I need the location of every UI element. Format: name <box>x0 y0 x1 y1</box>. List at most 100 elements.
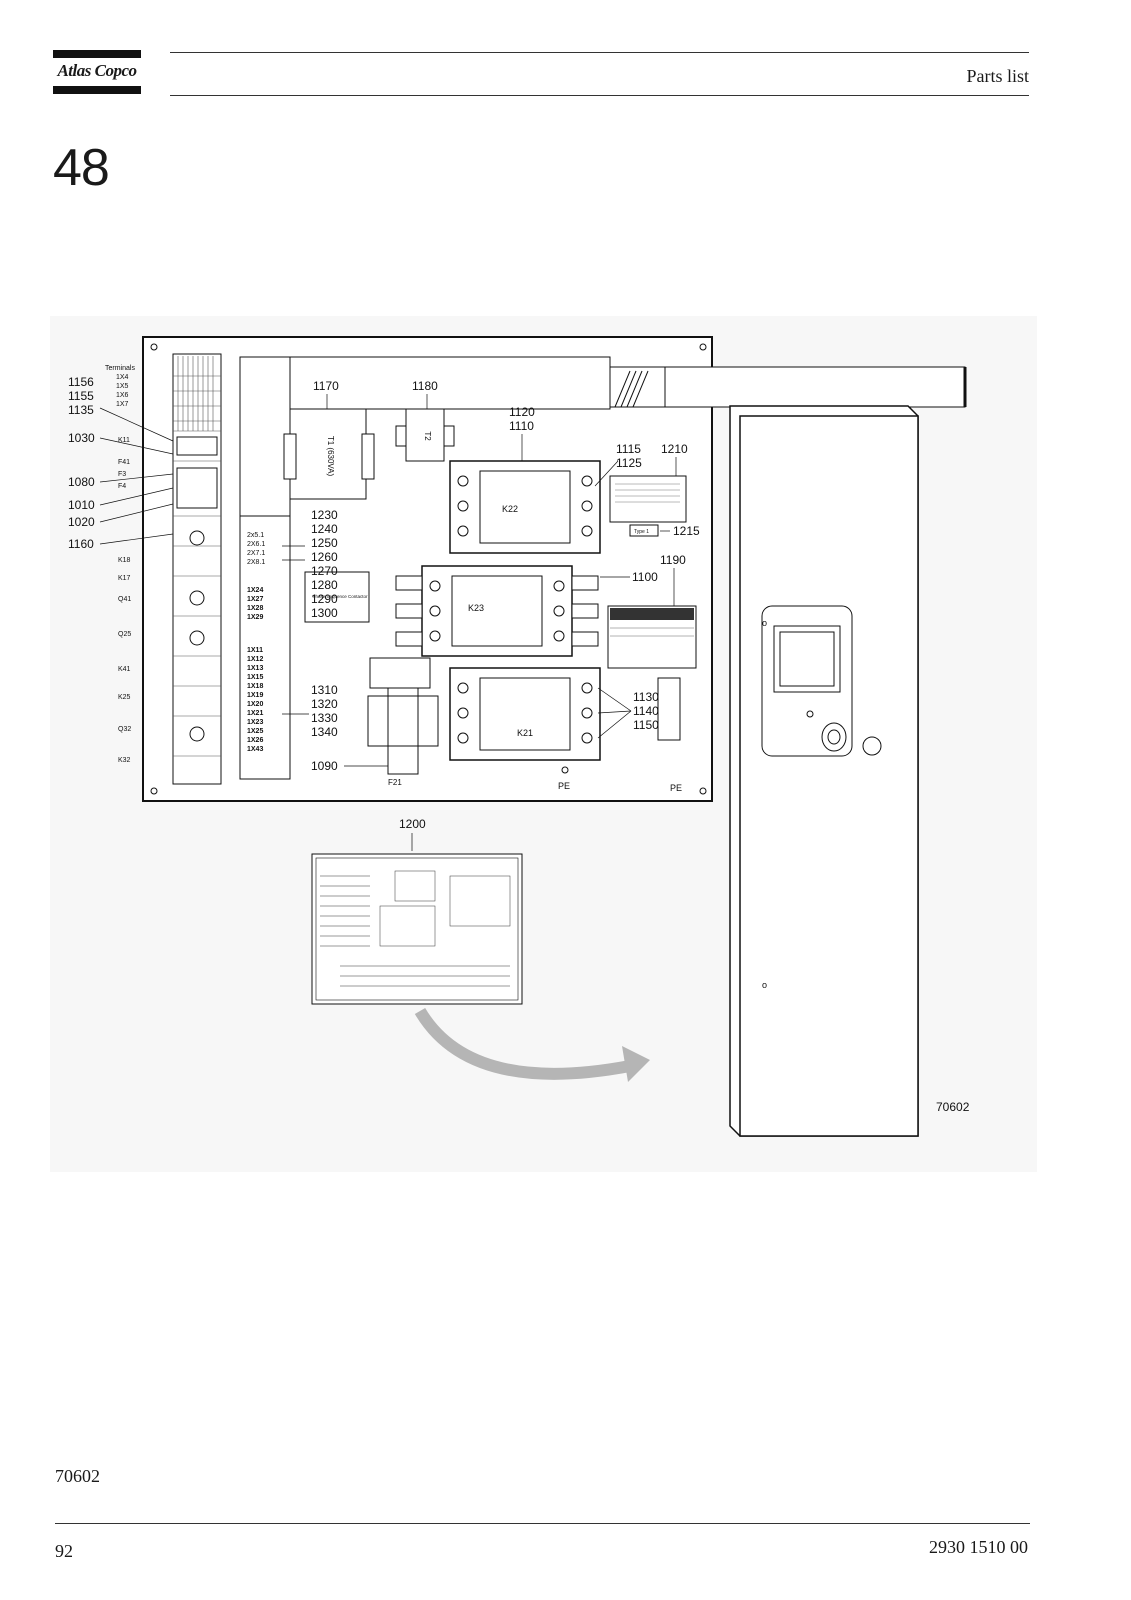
label-t2: T2 <box>423 431 432 441</box>
label-t1: T1 (630VA) <box>326 436 335 477</box>
rail-k25: K25 <box>118 694 131 701</box>
conn-b-0: 1X24 <box>247 587 263 594</box>
document-number: 2930 1510 00 <box>929 1537 1028 1557</box>
callout-1156: 1156 <box>68 375 94 389</box>
terminal-1x4: 1X4 <box>116 374 129 381</box>
rail-f4: F4 <box>118 483 126 490</box>
conn-c-2: 1X13 <box>247 665 263 672</box>
transformer-t1 <box>289 408 367 500</box>
conn-c-4: 1X18 <box>247 683 263 690</box>
terminal-1x6: 1X6 <box>116 392 129 399</box>
section-number: 48 <box>53 139 110 197</box>
terminals-title: Terminals <box>105 365 135 372</box>
callout-1310: 1310 <box>311 683 338 697</box>
header-rule-top <box>170 52 1029 53</box>
callout-1080: 1080 <box>68 475 95 489</box>
page-number: 92 <box>55 1541 73 1561</box>
conn-c-3: 1X15 <box>247 674 263 681</box>
conn-b-1: 1X27 <box>247 596 263 603</box>
wiring-diagram-sheet <box>311 853 523 1005</box>
label-door-hole-1: o <box>762 618 767 628</box>
callout-1260: 1260 <box>311 550 338 564</box>
logo-wordmark: Atlas Copco <box>57 61 137 80</box>
label-pe-1: PE <box>558 781 570 791</box>
callout-1250: 1250 <box>311 536 338 550</box>
label-phase-sequence: Phase Sequence Contactor <box>312 594 368 599</box>
conn-c-6: 1X20 <box>247 701 263 708</box>
rail-q25: Q25 <box>118 631 131 638</box>
conn-a-1: 2X6.1 <box>247 541 265 548</box>
conn-c-0: 1X11 <box>247 647 263 654</box>
figure-caption: 70602 <box>55 1466 100 1486</box>
conn-a-0: 2x5.1 <box>247 532 264 539</box>
atlas-copco-logo: Atlas Copco <box>53 50 141 94</box>
callout-1230: 1230 <box>311 508 338 522</box>
callout-1330: 1330 <box>311 711 338 725</box>
label-k23: K23 <box>468 603 484 613</box>
callout-1010: 1010 <box>68 498 95 512</box>
label-type: Type 1 <box>634 529 649 535</box>
callout-1340: 1340 <box>311 725 338 739</box>
callout-1320: 1320 <box>311 697 338 711</box>
callout-1160: 1160 <box>68 537 94 551</box>
conn-c-10: 1X26 <box>247 737 263 744</box>
callout-1150: 1150 <box>633 718 659 732</box>
side-label <box>657 677 681 741</box>
phase-sequence-relay <box>304 571 370 623</box>
callout-1130: 1130 <box>633 690 659 704</box>
terminal-rail <box>172 353 222 785</box>
callout-1290: 1290 <box>311 592 338 606</box>
callout-1100: 1100 <box>632 570 658 584</box>
label-k21: K21 <box>517 728 533 738</box>
conn-b-3: 1X29 <box>247 614 263 621</box>
callout-1135: 1135 <box>68 403 94 417</box>
callout-1155: 1155 <box>68 389 94 403</box>
rail-f3: F3 <box>118 471 126 478</box>
contactor-k23 <box>395 565 599 657</box>
conn-c-8: 1X23 <box>247 719 263 726</box>
rail-q41: Q41 <box>118 596 131 603</box>
callout-1280: 1280 <box>311 578 338 592</box>
cabinet-door: o o <box>729 405 919 1137</box>
callout-1270: 1270 <box>311 564 338 578</box>
callout-1190: 1190 <box>660 553 686 567</box>
header-rule-bottom <box>170 95 1029 96</box>
callout-1300: 1300 <box>311 606 338 620</box>
figure-id: 70602 <box>936 1100 970 1114</box>
label-f21: F21 <box>388 778 402 787</box>
rail-q32: Q32 <box>118 726 131 733</box>
callout-1200: 1200 <box>399 817 426 831</box>
rail-k18: K18 <box>118 557 131 564</box>
conn-c-1: 1X12 <box>247 656 263 663</box>
callout-1120: 1120 <box>509 405 535 419</box>
rail-k41: K41 <box>118 666 131 673</box>
callout-1125: 1125 <box>616 456 642 470</box>
callout-1090: 1090 <box>311 759 338 773</box>
conn-c-9: 1X25 <box>247 728 263 735</box>
callout-1115: 1115 <box>616 442 641 456</box>
contactor-k22 <box>449 460 601 554</box>
callout-1240: 1240 <box>311 522 338 536</box>
conn-a-2: 2X7.1 <box>247 550 265 557</box>
fuse-f21 <box>387 683 419 775</box>
callout-1210: 1210 <box>661 442 688 456</box>
rail-k32: K32 <box>118 757 131 764</box>
label-door-hole-2: o <box>762 980 767 990</box>
terminal-1x5: 1X5 <box>116 383 129 390</box>
parts-drawing: T1 (630VA) T2 K22 K23 K21 F21 PE PE Typ <box>68 336 970 1137</box>
logo-bar-top <box>53 50 141 58</box>
callout-1170: 1170 <box>313 379 339 393</box>
label-k22: K22 <box>502 504 518 514</box>
conn-c-7: 1X21 <box>247 710 263 717</box>
logo-bar-bottom <box>53 86 141 94</box>
callout-1180: 1180 <box>412 379 438 393</box>
callout-1030: 1030 <box>68 431 95 445</box>
section-title: Parts list <box>966 66 1029 86</box>
contactor-k21 <box>449 667 601 761</box>
rail-k17: K17 <box>118 575 131 582</box>
data-plate <box>609 475 687 523</box>
callout-1215: 1215 <box>673 524 700 538</box>
rail-f41: F41 <box>118 459 130 466</box>
conn-c-5: 1X19 <box>247 692 263 699</box>
callout-1020: 1020 <box>68 515 95 529</box>
